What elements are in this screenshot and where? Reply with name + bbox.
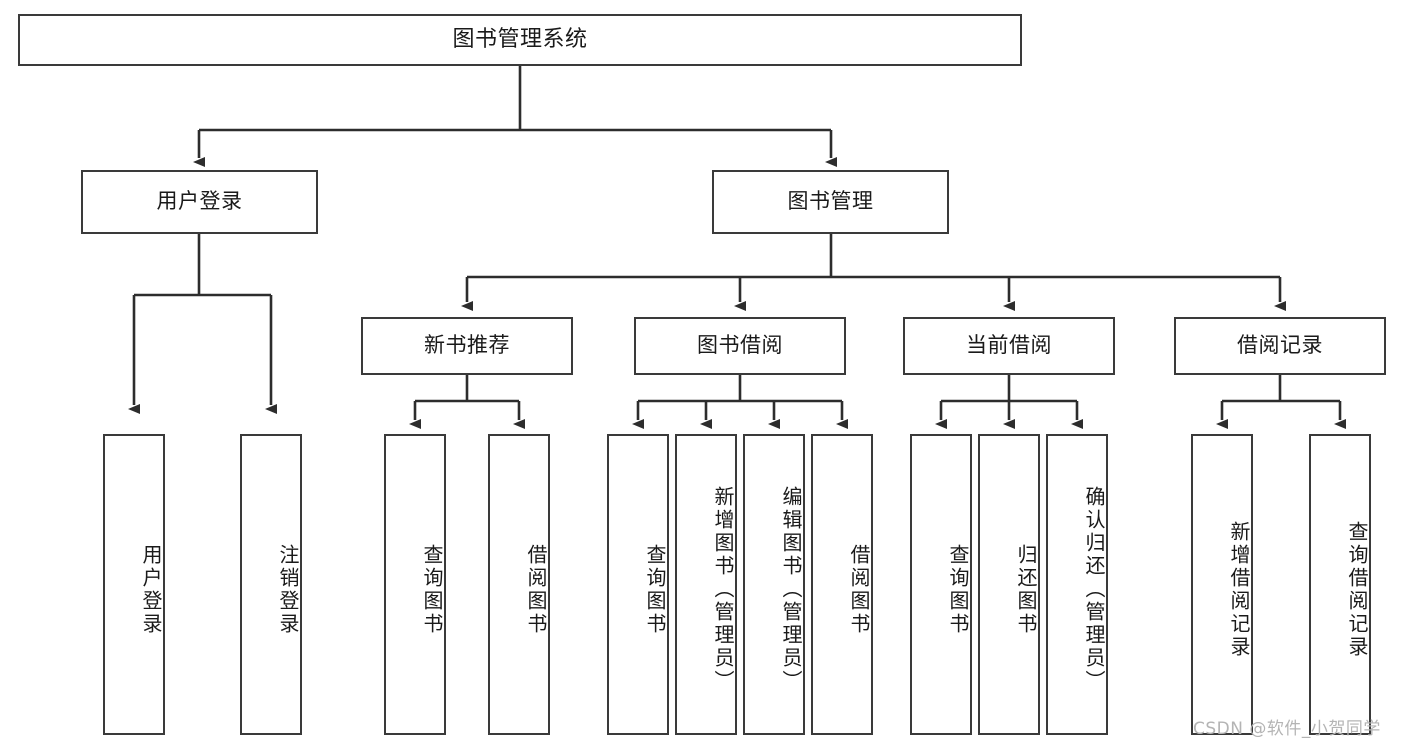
node-label: 图书管理 — [787, 189, 874, 214]
node-new-book-recommend[interactable]: 新书推荐 — [361, 317, 573, 375]
node-label: 借阅记录 — [1237, 333, 1323, 358]
leaf-current-borrow-query[interactable]: 查询图书 — [910, 434, 972, 735]
node-label: 新增图书（管理员） — [711, 486, 735, 693]
node-current-borrow[interactable]: 当前借阅 — [903, 317, 1115, 375]
node-label: 当前借阅 — [966, 333, 1052, 358]
leaf-current-borrow-return[interactable]: 归还图书 — [978, 434, 1040, 735]
node-label: 新增借阅记录 — [1227, 520, 1251, 659]
node-label: 借阅图书 — [524, 543, 548, 636]
node-label: 查询图书 — [946, 543, 970, 636]
leaf-book-borrow-query[interactable]: 查询图书 — [607, 434, 669, 735]
csdn-watermark: CSDN @软件_小贺同学 — [1193, 719, 1381, 739]
leaf-book-borrow-add[interactable]: 新增图书（管理员） — [675, 434, 737, 735]
leaf-current-borrow-confirm-return[interactable]: 确认归还（管理员） — [1046, 434, 1108, 735]
node-label: 注销登录 — [276, 543, 300, 636]
node-label: 归还图书 — [1014, 543, 1038, 636]
leaf-user-login-signout[interactable]: 注销登录 — [240, 434, 302, 735]
node-label: 新书推荐 — [424, 333, 510, 358]
leaf-user-login-signin[interactable]: 用户登录 — [103, 434, 165, 735]
leaf-borrow-record-query[interactable]: 查询借阅记录 — [1309, 434, 1371, 735]
node-borrow-record[interactable]: 借阅记录 — [1174, 317, 1386, 375]
node-label: 用户登录 — [156, 189, 243, 214]
node-label: 图书管理系统 — [452, 26, 588, 52]
node-label: 查询图书 — [420, 543, 444, 636]
node-label: 借阅图书 — [847, 543, 871, 636]
node-label: 编辑图书（管理员） — [779, 486, 803, 693]
leaf-book-borrow-edit[interactable]: 编辑图书（管理员） — [743, 434, 805, 735]
node-label: 图书借阅 — [697, 333, 783, 358]
node-label: 确认归还（管理员） — [1082, 486, 1106, 693]
node-label: 查询图书 — [643, 543, 667, 636]
node-label: 查询借阅记录 — [1345, 520, 1369, 659]
node-book-borrow[interactable]: 图书借阅 — [634, 317, 846, 375]
node-book-management[interactable]: 图书管理 — [712, 170, 949, 234]
node-label: 用户登录 — [139, 543, 163, 636]
node-root-system[interactable]: 图书管理系统 — [18, 14, 1022, 66]
leaf-new-book-query[interactable]: 查询图书 — [384, 434, 446, 735]
leaf-new-book-borrow[interactable]: 借阅图书 — [488, 434, 550, 735]
leaf-book-borrow-lend[interactable]: 借阅图书 — [811, 434, 873, 735]
node-user-login[interactable]: 用户登录 — [81, 170, 318, 234]
leaf-borrow-record-add[interactable]: 新增借阅记录 — [1191, 434, 1253, 735]
